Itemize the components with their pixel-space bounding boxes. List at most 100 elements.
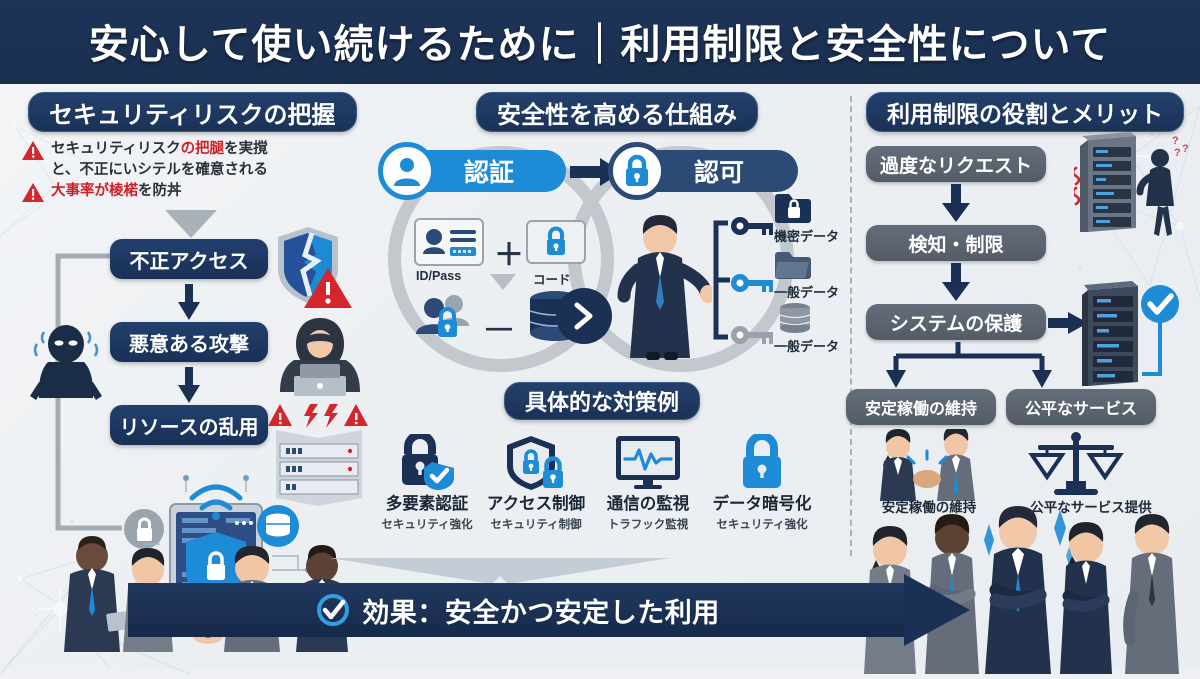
plus-icon: ＋ <box>494 239 524 272</box>
warning-text-3: 大事率が棱楉を防丼 <box>51 182 182 202</box>
benefit-box-1: 安定稼働の維持 <box>846 389 996 425</box>
server-overload-icon <box>268 404 368 506</box>
result-banner: 効果：安全かつ安定した利用 <box>128 574 970 646</box>
credential-label-code: コード <box>533 273 571 287</box>
arrow-down-icon <box>942 263 970 301</box>
risk-warning-block: セキュリティリスクの把腿を実撹 と、不正にいシテルを確意される 大事率が棱楉を防… <box>22 140 352 203</box>
locked-folder-icon <box>775 194 811 223</box>
businessman-icon <box>617 215 712 360</box>
key-icon-general <box>731 274 773 292</box>
chevron-down-small-icon <box>490 274 516 290</box>
countermeasure-name-2: アクセス制御 <box>486 495 586 513</box>
countermeasures-title: 具体的な対策例 <box>504 382 701 420</box>
broken-shield-icon <box>278 227 352 308</box>
scales-balance-icon <box>1028 432 1124 495</box>
arrow-down-icon <box>178 284 200 320</box>
svg-text:?: ? <box>1172 135 1179 147</box>
page-title: 安心して使い続けるために｜利用制限と安全性について <box>88 23 1112 67</box>
chevron-right-badge <box>556 288 612 344</box>
shield-lock-icon <box>507 436 563 490</box>
hacker-laptop-icon <box>280 318 360 396</box>
auth-step-badge <box>378 142 436 200</box>
risk-flow-box-3: リソースの乱用 <box>110 405 268 445</box>
svg-text:?: ? <box>1174 147 1181 159</box>
center-section-title: 安全性を高める仕組み <box>476 92 758 132</box>
warning-text-plain2: を実撹 <box>224 141 268 157</box>
auth-step-label: 認証 <box>464 159 515 187</box>
hacker-person-icon <box>30 325 102 400</box>
svg-text:?: ? <box>1182 143 1189 155</box>
page-header: 安心して使い続けるために｜利用制限と安全性について <box>0 0 1200 84</box>
lock-box-icon <box>526 220 586 264</box>
split-arrows <box>886 342 1052 388</box>
lock-icon-encryption <box>743 434 781 488</box>
countermeasure-sub-1: セキュリティ強化 <box>381 519 473 531</box>
user-lock-icon <box>416 295 469 337</box>
arrow-down-icon <box>942 184 970 222</box>
benefit-box-2: 公平なサービス <box>1006 389 1156 425</box>
limit-flow-box-3: システムの保護 <box>866 304 1046 340</box>
warning-line: セキュリティリスクの把腿を実撹 <box>22 140 352 160</box>
warning-triangle-icon <box>22 182 44 202</box>
arrow-down-icon <box>178 367 200 403</box>
left-section-title: セキュリティリスクの把握 <box>28 92 357 132</box>
key-icon-general-2 <box>731 326 773 344</box>
warning-triangle-icon <box>22 141 44 160</box>
database-icon-general <box>779 303 811 333</box>
risk-flow-box-1: 不正アクセス <box>110 239 268 279</box>
key-icon-confidential <box>731 217 773 235</box>
warning-text-plain: セキュリティリスク <box>51 141 181 157</box>
countermeasure-item-2: アクセス制御 セキュリティ制御 <box>482 434 590 532</box>
benefit-caption-1: 安定稼働の維持 <box>881 500 977 515</box>
countermeasure-name-1: 多要素認証 <box>385 495 469 513</box>
chevron-right-icon <box>574 302 593 330</box>
warning-text-1: セキュリティリスクの把腿を実撹 <box>51 140 268 160</box>
server-verified-icon <box>1082 281 1179 386</box>
access-bracket <box>713 220 730 340</box>
authz-step-label: 認可 <box>694 159 745 187</box>
access-level-label-3: 一般データ <box>774 339 840 354</box>
countermeasure-name-4: データ暗号化 <box>712 495 812 513</box>
warning-text-2: と、不正にいシテルを確意される <box>51 162 268 178</box>
result-banner-body: 効果：安全かつ安定した利用 <box>128 583 908 637</box>
right-section-title: 利用制限の役割とメリット <box>866 92 1184 132</box>
risk-flow-box-2: 悪意ある攻撃 <box>110 322 268 362</box>
column-divider-right <box>850 96 852 556</box>
open-folder-icon <box>775 252 811 279</box>
handshake-icon <box>880 429 975 501</box>
warning-line-2: と、不正にいシテルを確意される <box>22 161 352 181</box>
lock-check-icon <box>402 434 454 490</box>
server-alert-person-icon: ??? <box>1074 132 1189 236</box>
user-icon <box>394 158 420 186</box>
limit-flow-box-2: 検知・制限 <box>866 225 1046 261</box>
warning-line-3: 大事率が棱楉を防丼 <box>22 182 352 202</box>
countermeasure-name-3: 通信の監視 <box>606 495 690 513</box>
limit-flow-box-1: 過度なリクエスト <box>866 146 1046 182</box>
countermeasure-sub-3: トラフック監視 <box>607 519 689 531</box>
lock-icon <box>626 154 648 186</box>
link-dash-label: — <box>486 312 512 342</box>
check-circle-icon <box>317 594 350 626</box>
countermeasure-item-3: 通信の監視 トラフック監視 <box>594 434 702 532</box>
result-banner-text: 効果：安全かつ安定した利用 <box>362 597 720 628</box>
funnel-chevron-icon <box>330 558 670 584</box>
warning-text-highlight: の把腿 <box>180 141 225 157</box>
result-banner-arrowhead <box>904 574 970 646</box>
id-card-icon <box>414 218 484 266</box>
authz-step-badge <box>608 142 666 200</box>
center-column: 安全性を高める仕組み 認証 認可 <box>378 84 850 554</box>
countermeasure-sub-4: セキュリティ強化 <box>716 519 808 531</box>
benefit-caption-2: 公平なサービス提供 <box>1030 500 1152 515</box>
access-level-label-1: 機密データ <box>774 229 840 244</box>
monitor-pulse-icon <box>616 436 680 489</box>
countermeasure-item-4: データ暗号化 セキュリティ強化 <box>708 434 816 532</box>
left-column: セキュリティリスクの把握 セキュリティリスクの把腿を実撹 と、不正にいシテルを確… <box>0 84 378 652</box>
warning-text-plain3: を防丼 <box>138 182 182 199</box>
arrow-right-icon <box>1048 312 1088 334</box>
credential-label-id: ID/Pass <box>416 269 462 283</box>
countermeasure-sub-2: セキュリティ制御 <box>490 519 582 531</box>
access-level-label-2: 一般データ <box>774 285 840 300</box>
countermeasure-item-1: 多要素認証 セキュリティ強化 <box>373 434 481 532</box>
warning-text-highlight-2: 大事率が棱楉 <box>51 182 138 199</box>
